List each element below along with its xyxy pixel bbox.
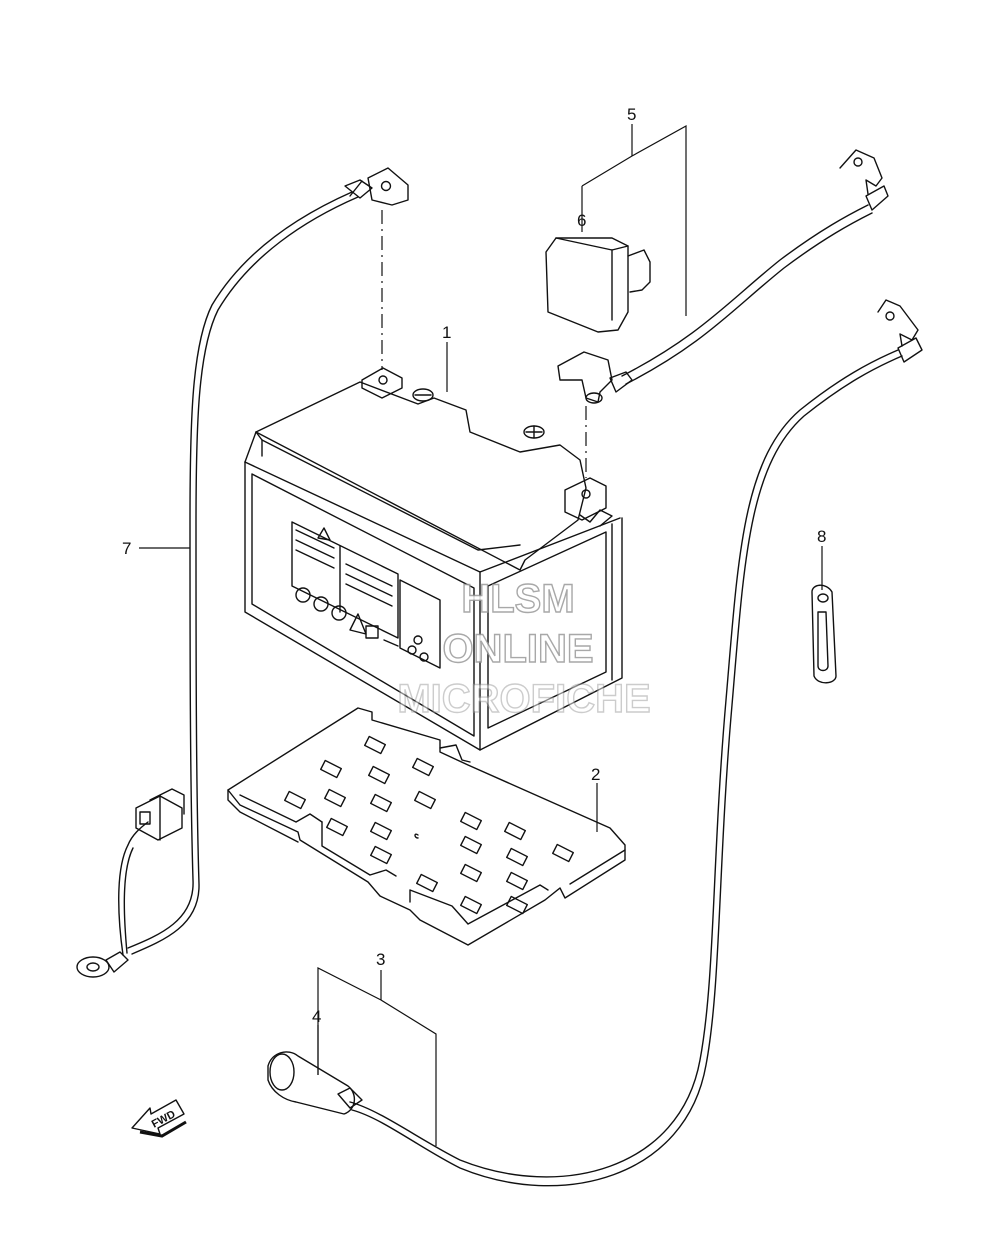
watermark-line1: HLSM <box>461 577 574 621</box>
part-7-negative-cable <box>76 167 409 978</box>
leader-lines <box>139 124 823 1146</box>
callout-1: 1 <box>442 323 451 342</box>
callout-labels: 1 2 3 4 5 6 7 8 <box>122 105 826 1026</box>
callout-4: 4 <box>312 1007 321 1026</box>
part-8-battery-band <box>811 584 837 684</box>
callout-8: 8 <box>817 527 826 546</box>
callout-6: 6 <box>577 211 586 230</box>
part-3-long-cable <box>267 299 923 1187</box>
fwd-direction-arrow: FWD <box>131 1099 187 1138</box>
part-2-battery-tray <box>227 707 626 946</box>
watermark: HLSM ONLINE MICROFICHE <box>397 576 652 721</box>
part-6-terminal-cover <box>545 237 651 333</box>
callout-2: 2 <box>591 765 600 784</box>
callout-5: 5 <box>627 105 636 124</box>
callout-3: 3 <box>376 950 385 969</box>
tray-slots <box>284 735 574 915</box>
part-5-positive-cable <box>557 149 889 404</box>
part-1-battery <box>244 367 623 751</box>
callout-7: 7 <box>122 539 131 558</box>
watermark-line3: MICROFICHE <box>397 677 650 721</box>
watermark-line2: ONLINE <box>442 627 593 671</box>
